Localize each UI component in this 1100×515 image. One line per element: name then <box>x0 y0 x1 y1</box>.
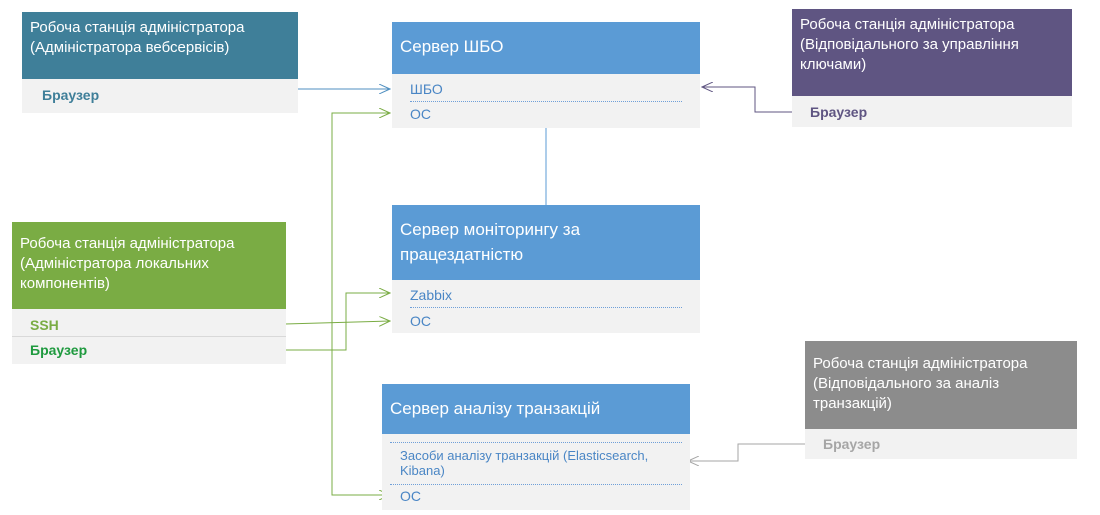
workstation-web-browser[interactable]: Браузер <box>42 87 100 103</box>
server-transactions-top-divider <box>390 442 682 443</box>
server-shbo-body: ШБО ОС <box>392 74 700 128</box>
workstation-local-browser[interactable]: Браузер <box>30 342 88 358</box>
workstation-keys-browser[interactable]: Браузер <box>810 104 868 120</box>
workstation-analysis-title: Робоча станція адміністратора (Відповіда… <box>813 355 1028 412</box>
workstation-local-header: Робоча станція адміністратора (Адміністр… <box>12 222 286 309</box>
workstation-web-admin: Робоча станція адміністратора (Адміністр… <box>22 12 298 113</box>
workstation-web-header: Робоча станція адміністратора (Адміністр… <box>22 12 298 79</box>
server-shbo-app[interactable]: ШБО <box>410 81 443 97</box>
server-transactions: Сервер аналізу транзакцій Засоби аналізу… <box>382 384 690 510</box>
server-monitoring-title: Сервер моніторингу за працездатністю <box>400 220 581 264</box>
server-transactions-header: Сервер аналізу транзакцій <box>382 384 690 434</box>
link-local-bus-top <box>285 113 390 351</box>
workstation-local-divider <box>12 336 286 337</box>
server-monitoring-divider <box>410 307 682 308</box>
link-local-to-zabbix <box>332 293 390 351</box>
server-transactions-os[interactable]: ОС <box>400 488 421 504</box>
server-transactions-title: Сервер аналізу транзакцій <box>390 399 601 418</box>
server-monitoring-zabbix[interactable]: Zabbix <box>410 287 453 303</box>
server-transactions-body: Засоби аналізу транзакцій (Elasticsearch… <box>382 434 690 510</box>
link-local-to-os-monitoring <box>284 321 390 324</box>
server-monitoring: Сервер моніторингу за працездатністю Zab… <box>392 205 700 333</box>
workstation-analysis-admin: Робоча станція адміністратора (Відповіда… <box>805 341 1077 459</box>
server-monitoring-header: Сервер моніторингу за працездатністю <box>392 205 700 280</box>
workstation-web-title: Робоча станція адміністратора (Адміністр… <box>30 19 245 56</box>
server-shbo-os[interactable]: ОС <box>410 106 431 122</box>
workstation-local-body: SSH Браузер <box>12 309 286 364</box>
workstation-analysis-browser[interactable]: Браузер <box>823 436 881 452</box>
workstation-analysis-header: Робоча станція адміністратора (Відповіда… <box>805 341 1077 429</box>
server-shbo-header: Сервер ШБО <box>392 22 700 74</box>
workstation-keys-header: Робоча станція адміністратора (Відповіда… <box>792 9 1072 96</box>
server-shbo-title: Сервер ШБО <box>400 37 504 56</box>
server-monitoring-os[interactable]: ОС <box>410 313 431 329</box>
server-transactions-tools[interactable]: Засоби аналізу транзакцій (Elasticsearch… <box>400 448 649 478</box>
workstation-keys-body: Браузер <box>792 96 1072 127</box>
workstation-local-admin: Робоча станція адміністратора (Адміністр… <box>12 222 286 364</box>
link-analysis-to-tools <box>688 443 806 461</box>
server-shbo: Сервер ШБО ШБО ОС <box>392 22 700 128</box>
workstation-keys-admin: Робоча станція адміністратора (Відповіда… <box>792 9 1072 127</box>
server-monitoring-body: Zabbix ОС <box>392 280 700 333</box>
workstation-local-title: Робоча станція адміністратора (Адміністр… <box>20 235 235 292</box>
workstation-local-ssh[interactable]: SSH <box>30 317 59 333</box>
server-transactions-divider <box>390 484 682 485</box>
workstation-analysis-body: Браузер <box>805 429 1077 459</box>
server-shbo-divider <box>410 101 682 102</box>
link-local-to-os-transactions <box>331 350 390 495</box>
workstation-keys-title: Робоча станція адміністратора (Відповіда… <box>800 16 1019 73</box>
workstation-web-body: Браузер <box>22 79 298 113</box>
link-keys-to-shbo <box>702 87 810 113</box>
